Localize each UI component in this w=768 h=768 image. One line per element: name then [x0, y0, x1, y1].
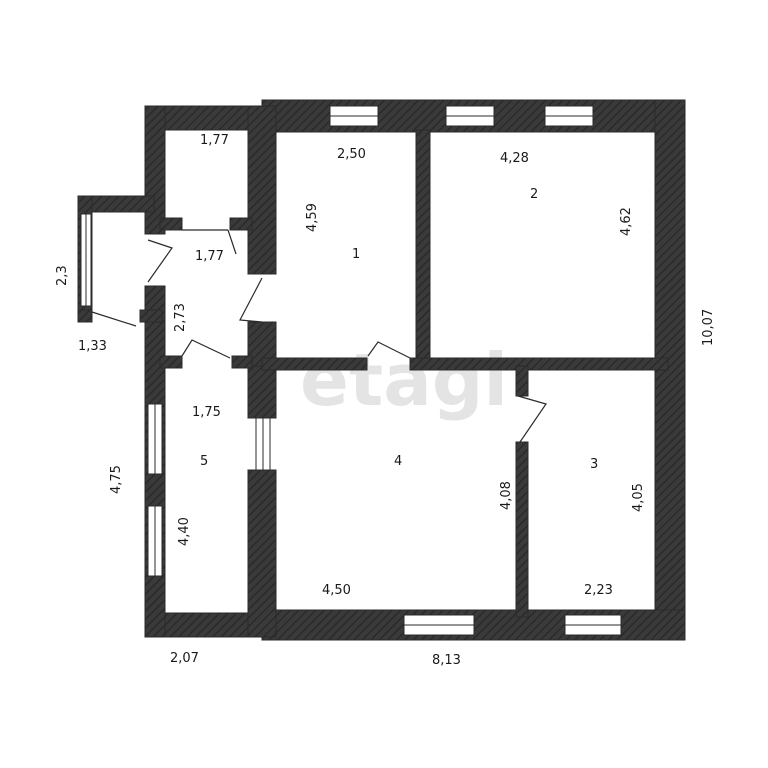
dim-bottom-left-width: 2,07 [170, 651, 199, 666]
wall-room5-room4 [247, 365, 277, 419]
room-label-5: 5 [200, 454, 208, 469]
porch-wall-bottom [77, 309, 93, 323]
door-room3 [517, 395, 547, 443]
dim-bottom-width: 8,13 [432, 653, 461, 668]
dim-room4-height: 4,08 [499, 481, 514, 510]
dim-room1-width: 2,50 [337, 147, 366, 162]
window-bottom-2 [564, 614, 622, 636]
door-porch-bottom [91, 311, 137, 327]
dim-left-height: 4,75 [109, 465, 124, 494]
wall-room4-room3-lower [515, 441, 529, 618]
dim-room4-width: 4,50 [322, 583, 351, 598]
wall-room1-room2 [415, 129, 431, 363]
dim-room5-height: 4,40 [177, 517, 192, 546]
dim-porch-width: 1,33 [78, 339, 107, 354]
dim-room1-height: 4,59 [305, 203, 320, 232]
wall-small-room-bottom [159, 217, 183, 231]
door-room1 [239, 277, 263, 323]
door-hall-room5 [181, 339, 231, 359]
wall-left-upper [144, 105, 166, 235]
door-porch [147, 239, 173, 283]
dim-room5-width: 1,75 [192, 405, 221, 420]
dim-room2-height: 4,62 [619, 207, 634, 236]
wall-room4-room3-upper [515, 365, 529, 397]
room-label-1: 1 [352, 247, 360, 262]
wall-room5-room4-lower [247, 469, 277, 638]
wall-hall-bottom-left [159, 355, 183, 369]
wall-room1-bottom-right [409, 357, 669, 371]
door-room4-room2 [367, 341, 411, 359]
watermark-logo: etagi [300, 338, 508, 422]
dim-overall-height: 10,07 [701, 309, 716, 346]
dim-porch-height: 2,3 [55, 265, 70, 286]
dim-hall-height: 2,73 [173, 303, 188, 332]
dim-room3-height: 4,05 [631, 483, 646, 512]
wall-small-room-bottom-right [229, 217, 253, 231]
wall-annex-room1-upper [247, 105, 277, 275]
porch-wall-bottom-right [139, 309, 163, 323]
window-top-2 [445, 105, 495, 127]
wall-hall-bottom-right [231, 355, 253, 369]
room-label-3: 3 [590, 457, 598, 472]
dim-top-small-room: 1,77 [200, 133, 229, 148]
dim-room2-width: 4,28 [500, 151, 529, 166]
dim-room3-width: 2,23 [584, 583, 613, 598]
window-left-lower [147, 505, 163, 577]
room-label-2: 2 [530, 187, 538, 202]
wall-room1-bottom-left [261, 357, 368, 371]
window-bottom-1 [403, 614, 475, 636]
door-small-room [182, 229, 237, 255]
dim-hall-width: 1,77 [195, 249, 224, 264]
window-top-1 [329, 105, 379, 127]
window-room5-room4 [255, 417, 271, 471]
room-label-4: 4 [394, 454, 402, 469]
window-top-3 [544, 105, 594, 127]
window-left-upper [147, 403, 163, 475]
window-porch [80, 213, 92, 307]
